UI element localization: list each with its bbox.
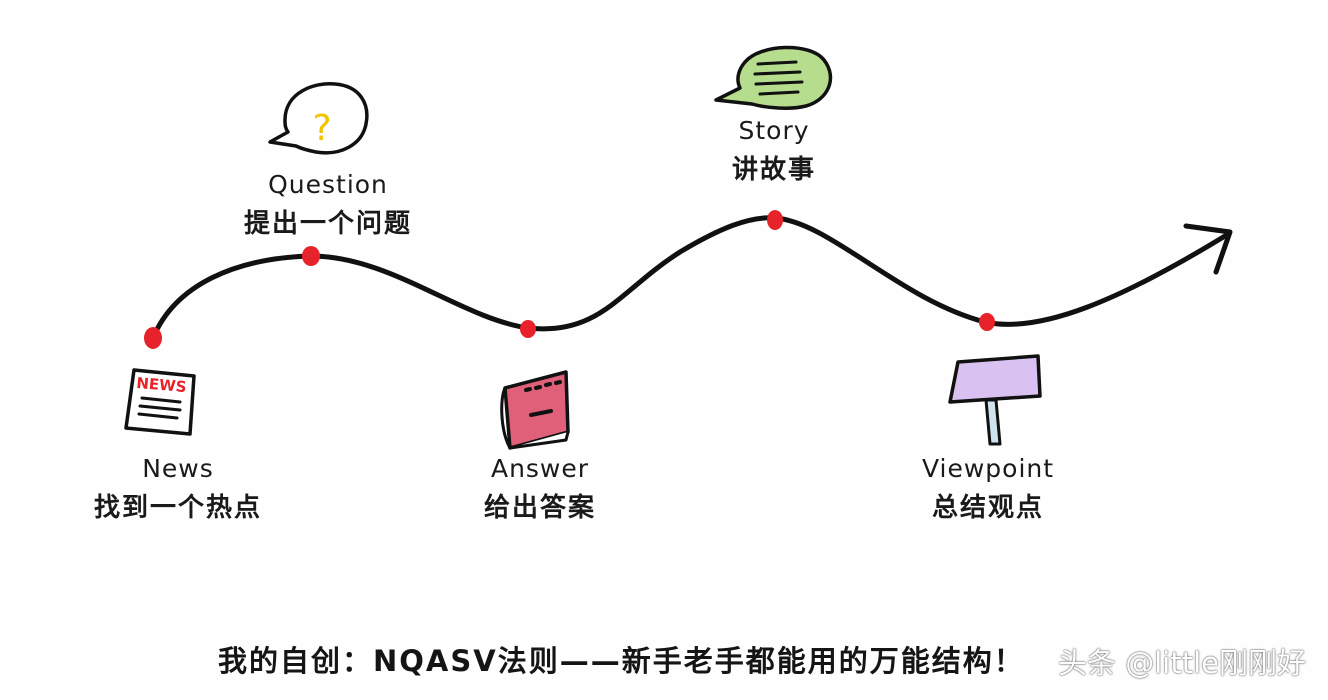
stage-question-en: Question (268, 170, 388, 199)
newspaper-icon: NEWS (124, 368, 196, 436)
stage-answer-label: Answer 给出答案 (484, 454, 596, 524)
dot-news (144, 327, 162, 349)
stage-news-label: News 找到一个热点 (94, 454, 262, 524)
stage-news-zh: 找到一个热点 (93, 493, 263, 523)
stage-news-en: News (142, 454, 214, 483)
stage-story-label: Story 讲故事 (732, 116, 816, 186)
signpost-icon (948, 354, 1042, 446)
question-mark: ? (312, 108, 331, 149)
dot-viewpoint (979, 313, 995, 331)
stage-answer-en: Answer (490, 454, 590, 483)
stage-viewpoint-zh: 总结观点 (931, 493, 1044, 523)
question-bubble-icon: ? (268, 82, 369, 155)
dot-story (767, 210, 783, 230)
stage-question-zh: 提出一个问题 (243, 209, 413, 239)
news-text: NEWS (136, 374, 188, 396)
stage-story-en: Story (738, 116, 810, 145)
stage-viewpoint-en: Viewpoint (921, 454, 1055, 483)
speech-bubble-icon (714, 45, 833, 110)
book-icon (500, 370, 570, 450)
stage-viewpoint-label: Viewpoint 总结观点 (922, 454, 1054, 524)
dot-answer (520, 320, 536, 338)
stage-answer-zh: 给出答案 (483, 493, 597, 523)
stage-question-label: Question 提出一个问题 (244, 170, 412, 240)
dot-question (302, 246, 320, 266)
stage-story-zh: 讲故事 (731, 155, 817, 185)
watermark: 头条 @little刚刚好 (1058, 646, 1306, 680)
arrow-head-icon (1183, 223, 1233, 275)
caption: 我的自创：NQASV法则——新手老手都能用的万能结构！ (218, 644, 1025, 678)
